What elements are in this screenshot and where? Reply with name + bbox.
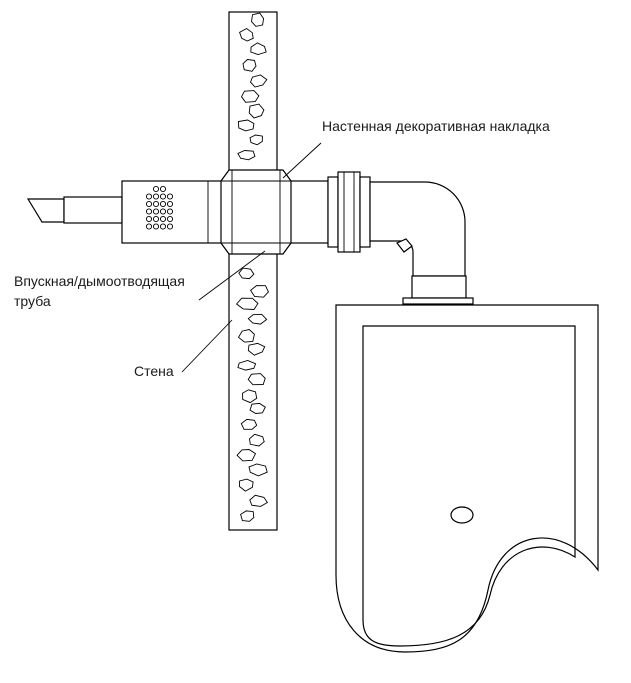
- wall-stone: [237, 150, 256, 161]
- terminal-cut-end: [26, 198, 65, 223]
- wall-stone: [247, 313, 268, 325]
- pipe-coupling: [327, 171, 371, 253]
- wall-decorative-trim: [220, 169, 292, 255]
- leader-lines: [181, 142, 322, 373]
- air-hole: [152, 200, 160, 208]
- air-hole: [145, 208, 153, 215]
- wall-stone-texture: [235, 12, 269, 522]
- wall-stone: [249, 74, 268, 88]
- leader-wall-trim: [282, 142, 322, 179]
- label-wall-trim: Настенная декоративная накладка: [322, 118, 550, 134]
- wall-stone: [249, 134, 263, 146]
- air-hole: [159, 223, 167, 230]
- wall-stone: [247, 342, 266, 356]
- wall: [228, 11, 278, 531]
- wall-stone: [242, 389, 258, 404]
- air-hole: [152, 185, 160, 193]
- wall-body: [228, 11, 278, 531]
- wall-stone: [248, 463, 268, 477]
- air-hole: [152, 223, 160, 230]
- leader-pipe: [198, 250, 266, 301]
- wall-stone: [242, 59, 257, 72]
- wall-stone: [249, 433, 265, 447]
- wall-stone: [247, 373, 266, 386]
- wall-stone: [237, 119, 255, 132]
- boiler-casing: [335, 304, 599, 653]
- label-pipe-line1: Впускная/дымоотводящая: [14, 273, 185, 289]
- air-hole: [152, 215, 160, 223]
- wall-stone: [250, 42, 267, 55]
- boiler-indicator: [450, 506, 474, 524]
- condensate-plug: [396, 238, 413, 253]
- label-pipe-line2: труба: [14, 293, 51, 309]
- label-wall: Стена: [134, 363, 174, 379]
- air-hole: [145, 223, 153, 230]
- air-hole: [166, 208, 174, 215]
- air-hole: [145, 200, 153, 208]
- air-hole: [152, 208, 160, 215]
- terminal-pipe: [63, 196, 123, 224]
- leader-wall: [181, 319, 233, 373]
- air-hole: [145, 193, 153, 200]
- wall-stone: [251, 12, 265, 27]
- wall-stone: [240, 90, 260, 103]
- air-hole: [166, 193, 174, 200]
- boiler-front-panel: [362, 325, 576, 647]
- air-hole: [166, 223, 174, 230]
- wall-stone: [239, 478, 254, 492]
- boiler-flue-adapter: [402, 275, 474, 305]
- wall-stone: [240, 418, 258, 430]
- wall-stone: [235, 297, 259, 310]
- air-hole: [166, 215, 174, 223]
- wall-stone: [249, 402, 266, 414]
- wall-stone: [240, 510, 255, 522]
- wall-stone: [236, 449, 257, 462]
- air-hole: [159, 200, 167, 208]
- air-hole: [152, 193, 160, 200]
- wall-stone: [250, 285, 269, 298]
- wall-stone: [237, 329, 255, 343]
- wall-stone: [237, 360, 257, 371]
- wall-stone: [238, 267, 255, 280]
- air-hole: [166, 200, 174, 208]
- pipe-air-holes: [145, 185, 174, 230]
- air-hole: [159, 193, 167, 200]
- wall-stone: [239, 27, 254, 42]
- air-hole: [145, 215, 153, 223]
- air-hole: [159, 208, 167, 215]
- air-hole: [159, 215, 167, 223]
- pipe-elbow: [369, 181, 466, 277]
- air-hole: [159, 185, 167, 193]
- wall-stone: [249, 494, 269, 507]
- flue-terminal: [26, 196, 123, 224]
- boiler: [335, 304, 599, 653]
- wall-stone: [248, 103, 265, 119]
